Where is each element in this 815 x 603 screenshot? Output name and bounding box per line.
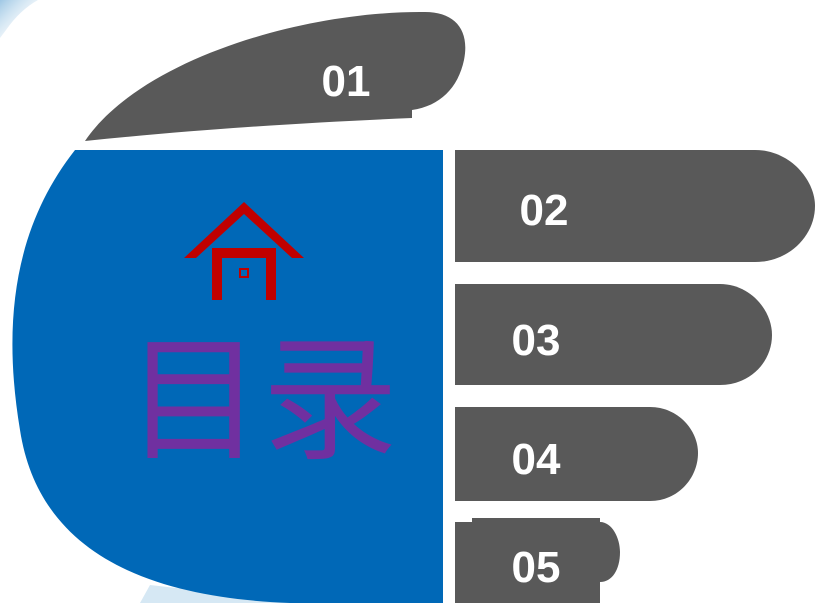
finger-03-label: 03 [512,316,561,365]
corner-decoration [0,0,38,38]
finger-04-label: 04 [512,435,561,484]
bottom-edge-decoration [140,585,440,603]
finger-01-label: 01 [322,57,371,106]
page-title: 目录 [126,323,398,481]
palm-shape [12,150,444,603]
finger-05[interactable] [455,518,620,603]
finger-02-label: 02 [520,186,569,235]
finger-01-notch [380,108,412,118]
finger-04[interactable] [455,407,698,501]
finger-05-label: 05 [512,543,561,592]
finger-02[interactable] [455,150,815,262]
finger-03[interactable] [455,284,772,385]
house-icon [184,202,304,300]
finger-01[interactable] [85,12,466,141]
